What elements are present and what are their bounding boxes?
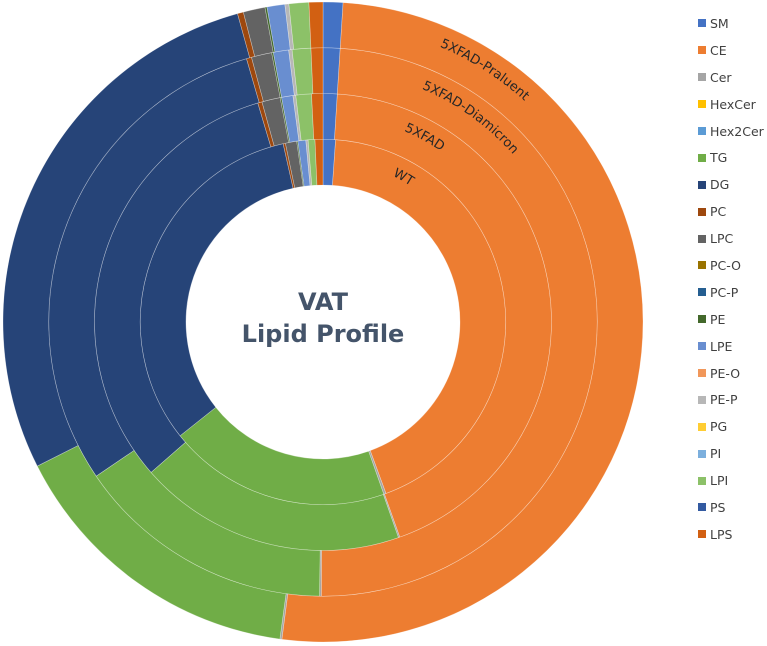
legend-swatch <box>698 449 706 458</box>
legend-item-lpc: LPC <box>698 225 767 252</box>
legend-label: PG <box>710 419 728 435</box>
ring-segment-5xfad-praluent-lpe <box>266 3 291 53</box>
ring-segment-5xfad-lps <box>311 93 324 140</box>
ring-segment-5xfad-lpc <box>261 97 290 147</box>
legend-label: PE-P <box>710 392 738 408</box>
legend-item-lps: LPS <box>698 521 767 548</box>
ring-segment-5xfad-diamicron-lpc <box>251 52 281 102</box>
chart-title-line-1: VAT <box>297 288 349 316</box>
legend-swatch <box>698 46 706 55</box>
legend-item-ps: PS <box>698 494 767 521</box>
legend-item-cer: Cer <box>698 64 767 91</box>
legend-swatch <box>698 315 706 324</box>
ring-segment-wt-tg <box>179 406 385 506</box>
legend-label: SM <box>710 15 729 31</box>
ring-segment-5xfad-ce <box>334 93 552 538</box>
legend-swatch <box>698 288 706 297</box>
legend-label: PS <box>710 499 726 515</box>
legend-label: PC <box>710 204 727 220</box>
ring-segment-5xfad-diamicron-dg <box>48 58 260 477</box>
legend-item-lpi: LPI <box>698 467 767 494</box>
legend-label: HexCer <box>710 96 756 112</box>
legend-label: DG <box>710 177 730 193</box>
legend-swatch <box>698 207 706 216</box>
legend-item-lpe: LPE <box>698 333 767 360</box>
ring-segment-5xfad-diamicron-lpe <box>272 49 295 98</box>
legend-item-pc-p: PC-P <box>698 279 767 306</box>
legend-label: PE <box>710 311 726 327</box>
ring-segment-5xfad-praluent-lps <box>308 1 324 49</box>
ring-segment-wt-sm <box>322 138 336 186</box>
chart-title-line-2: Lipid Profile <box>241 320 405 348</box>
ring-segment-5xfad-lpe <box>281 95 300 143</box>
legend-label: LPC <box>710 231 734 247</box>
ring-segment-5xfad-pc <box>257 101 275 148</box>
legend-label: LPI <box>710 473 729 489</box>
legend-label: TG <box>710 150 728 166</box>
legend-swatch <box>698 180 706 189</box>
legend-swatch <box>698 127 706 135</box>
ring-segment-wt-pe-p <box>305 139 313 186</box>
ring-segment-5xfad-dg <box>94 102 272 473</box>
legend-swatch <box>698 342 706 351</box>
legend-item-pe-p: PE-P <box>698 386 767 413</box>
ring-segment-5xfad-diamicron-lps <box>310 47 324 95</box>
ring-segment-wt-lpe <box>297 139 311 187</box>
legend-label: Cer <box>710 69 732 85</box>
legend-label: PC-P <box>710 284 739 300</box>
legend-swatch <box>698 395 706 404</box>
legend-swatch <box>698 476 706 485</box>
ring-segment-5xfad-diamicron-pe <box>271 51 282 98</box>
legend-item-sm: SM <box>698 10 767 37</box>
legend-item-ce: CE <box>698 37 767 64</box>
ring-segment-5xfad-pe-p <box>292 94 302 142</box>
legend-item-hexcer: HexCer <box>698 91 767 118</box>
legend-item-dg: DG <box>698 171 767 198</box>
legend-item-pg: PG <box>698 413 767 440</box>
legend-swatch <box>698 234 706 243</box>
legend-swatch <box>698 369 706 378</box>
ring-segment-5xfad-cer <box>382 493 401 539</box>
legend-label: LPS <box>710 526 733 542</box>
ring-segment-5xfad-praluent-ce <box>281 2 644 643</box>
legend-swatch <box>698 261 706 270</box>
ring-segment-5xfad-sm <box>322 93 338 140</box>
ring-segment-wt-lps <box>314 138 324 186</box>
legend-label: Hex2Cer <box>710 123 764 139</box>
legend-item-pi: PI <box>698 440 767 467</box>
chart-title: VAT Lipid Profile <box>223 286 423 350</box>
legend-label: CE <box>710 42 727 58</box>
ring-segment-5xfad-praluent-sm <box>322 1 344 49</box>
legend-swatch <box>698 153 706 162</box>
legend-label: PC-O <box>710 257 741 273</box>
legend-swatch <box>698 73 706 82</box>
legend-swatch <box>698 530 706 539</box>
legend-swatch <box>698 19 706 28</box>
legend-item-pc: PC <box>698 198 767 225</box>
legend-swatch <box>698 503 706 512</box>
legend-label: PE-O <box>710 365 741 381</box>
ring-segment-5xfad-diamicron-lpi <box>291 47 314 96</box>
ring-segment-wt-lpi <box>307 139 318 186</box>
legend-label: PI <box>710 446 722 462</box>
ring-segment-5xfad-praluent-pe <box>264 6 276 53</box>
ring-segment-5xfad-praluent-cer <box>279 593 289 640</box>
legend-label: LPE <box>710 338 733 354</box>
ring-segment-5xfad-diamicron-pe-p <box>288 49 298 96</box>
legend-item-tg: TG <box>698 144 767 171</box>
legend-swatch <box>698 422 706 431</box>
legend-item-hex2cer: Hex2Cer <box>698 118 767 145</box>
legend-item-pe: PE <box>698 306 767 333</box>
legend-item-pc-o: PC-O <box>698 252 767 279</box>
legend-swatch <box>698 100 706 109</box>
legend-item-pe-o: PE-O <box>698 360 767 387</box>
